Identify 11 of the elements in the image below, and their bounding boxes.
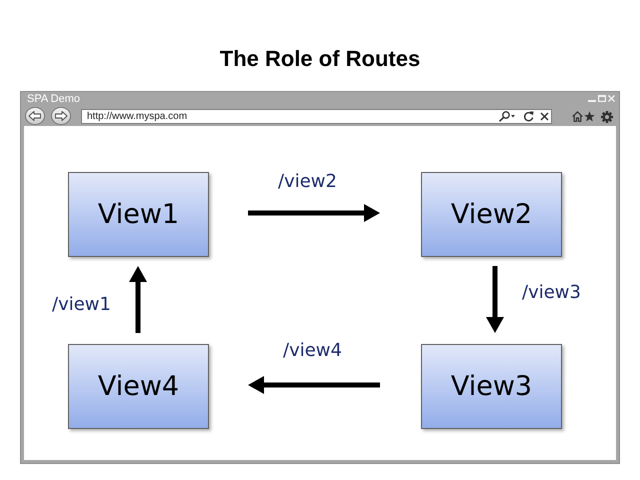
diagram-title: The Role of Routes bbox=[220, 45, 420, 73]
arrow bbox=[486, 266, 504, 333]
window-title: SPA Demo bbox=[27, 93, 80, 106]
url-text: http://www.myspa.com bbox=[87, 110, 188, 123]
arrow bbox=[248, 204, 380, 222]
arrow bbox=[248, 376, 380, 394]
arrow bbox=[129, 266, 147, 333]
view-box: View3 bbox=[421, 344, 562, 429]
view-box: View4 bbox=[68, 344, 209, 429]
view-box: View1 bbox=[68, 172, 209, 257]
view-box: View2 bbox=[421, 172, 562, 257]
